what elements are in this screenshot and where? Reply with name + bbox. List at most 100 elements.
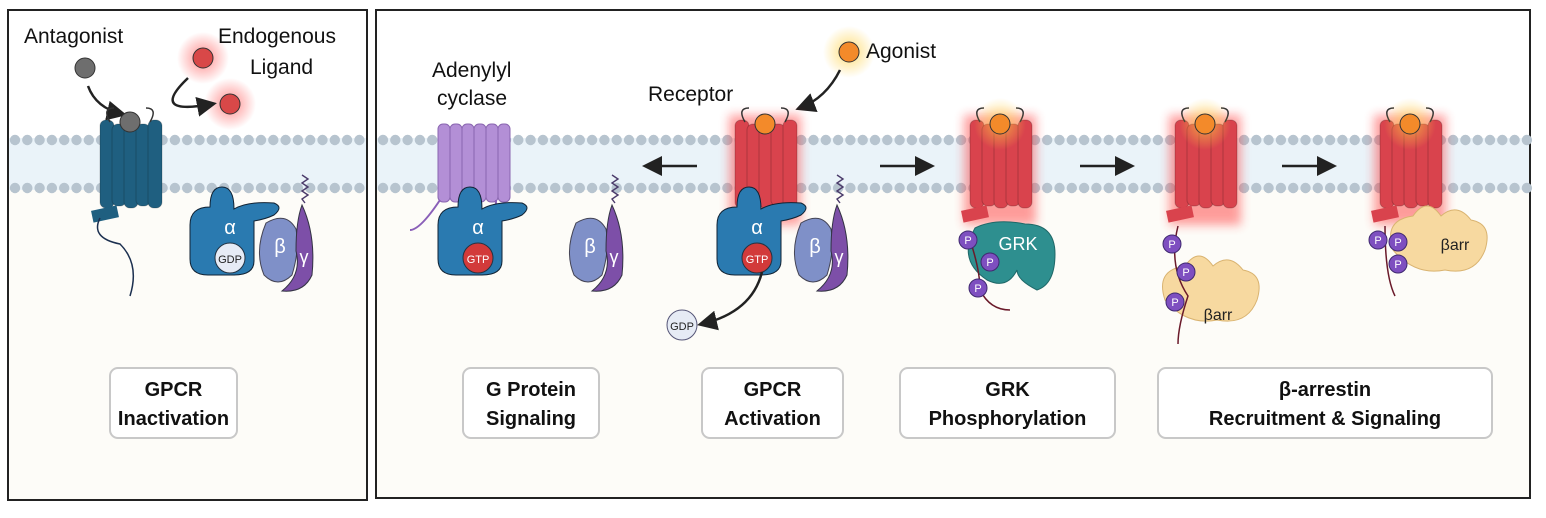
beta-label: β xyxy=(584,236,596,258)
lipid-head xyxy=(402,134,413,146)
lipid-head xyxy=(341,134,353,146)
lipid-head xyxy=(1238,182,1250,194)
barr-label: βarr xyxy=(1204,307,1233,324)
lipid-head xyxy=(1152,182,1164,194)
lipid-head xyxy=(1042,182,1053,194)
g-alpha-subunit xyxy=(189,186,280,276)
g-gamma-subunit xyxy=(815,203,849,292)
lipid-head xyxy=(1361,182,1373,194)
lipid-head xyxy=(341,182,353,194)
lipid-head xyxy=(574,182,585,194)
lipid-head xyxy=(660,134,672,146)
lipid-head xyxy=(1066,134,1078,146)
lipid-head xyxy=(1078,182,1090,194)
lipid-head xyxy=(1128,134,1139,146)
gamma-label: γ xyxy=(300,247,309,267)
lipid-head xyxy=(317,134,328,146)
lipid-head xyxy=(1509,134,1520,146)
c-terminal-tail xyxy=(96,217,135,297)
endogenous-ligand-molecule xyxy=(192,47,214,69)
helix-8 xyxy=(1166,205,1194,223)
lipid-head xyxy=(586,134,598,146)
lipid-head xyxy=(206,134,217,146)
lipid-head xyxy=(845,182,856,194)
lipid-head xyxy=(1251,134,1262,146)
lipid-head xyxy=(869,182,881,194)
lipid-head xyxy=(169,182,181,194)
alpha-label: α xyxy=(751,217,763,239)
lipid-head xyxy=(1497,134,1508,146)
extracellular-loop xyxy=(106,107,154,123)
lipid-head xyxy=(857,134,868,146)
lipid-head xyxy=(562,134,573,146)
lipid-head xyxy=(660,182,672,194)
beta-arrestin xyxy=(1390,205,1488,272)
lipid-head xyxy=(329,134,340,146)
lipid-head xyxy=(820,134,831,146)
lipid-head xyxy=(1300,134,1311,146)
phosphate-label: P xyxy=(1394,237,1401,249)
lipid-bilayer xyxy=(9,138,366,190)
lipid-head xyxy=(427,134,438,146)
lipid-head xyxy=(1263,134,1274,146)
lipid-head xyxy=(845,134,856,146)
stage-title-line2: Recruitment & Signaling xyxy=(1209,408,1441,430)
adenylyl-cyclase-label-2: cyclase xyxy=(437,87,507,110)
transmembrane-helix xyxy=(147,119,163,209)
lipid-head xyxy=(919,182,930,194)
lipid-head xyxy=(231,182,242,194)
lipid-head xyxy=(599,182,610,194)
ac-helix xyxy=(437,123,451,203)
phosphate-label: P xyxy=(1374,235,1381,247)
receptor-label: Receptor xyxy=(648,83,733,106)
lipid-head xyxy=(390,134,401,146)
lipid-head xyxy=(1447,182,1459,194)
stage-box xyxy=(109,367,238,439)
lipid-head xyxy=(1497,182,1508,194)
lipid-head xyxy=(550,182,561,194)
phosphate xyxy=(980,252,1000,272)
stage-title-line1: GPCR xyxy=(744,379,802,401)
ac-helix xyxy=(497,123,511,203)
lipid-head xyxy=(1128,182,1139,194)
lipid-anchor xyxy=(835,174,845,204)
phosphate xyxy=(958,230,978,250)
stage-box xyxy=(462,367,600,439)
grk-kinase xyxy=(967,221,1056,291)
lipid-head xyxy=(83,134,95,146)
lipid-head xyxy=(243,182,254,194)
stage-title-line1: GRK xyxy=(985,379,1030,401)
lipid-head xyxy=(414,182,426,194)
lipid-head xyxy=(1361,134,1373,146)
lipid-head xyxy=(586,182,598,194)
adenylyl-cyclase xyxy=(409,123,511,261)
lipid-head xyxy=(611,134,622,146)
lipid-head xyxy=(1337,134,1348,146)
lipid-head xyxy=(636,134,647,146)
lipid-head xyxy=(305,134,316,146)
lipid-head xyxy=(1312,134,1324,146)
lipid-head xyxy=(1509,182,1520,194)
lipid-head xyxy=(1275,134,1287,146)
phosphate-label: P xyxy=(964,235,971,247)
gamma-label: γ xyxy=(835,247,844,267)
phosphate-label: P xyxy=(1171,297,1178,309)
lipid-head xyxy=(599,134,610,146)
lipid-head xyxy=(182,134,193,146)
phosphate xyxy=(1368,230,1388,250)
lipid-head xyxy=(955,134,967,146)
stage-title-line1: β-arrestin xyxy=(1279,379,1371,401)
g-beta-subunit xyxy=(259,217,298,283)
bound-agonist xyxy=(1194,113,1216,135)
g-alpha-subunit xyxy=(437,186,528,276)
lipid-head xyxy=(1472,134,1483,146)
lipid-head xyxy=(648,182,659,194)
lipid-head xyxy=(537,134,549,146)
lipid-head xyxy=(1324,182,1336,194)
stage-title-line1: G Protein xyxy=(486,379,576,401)
lipid-head xyxy=(1042,134,1053,146)
lipid-head xyxy=(427,182,438,194)
lipid-head xyxy=(574,134,585,146)
lipid-head xyxy=(1054,134,1065,146)
